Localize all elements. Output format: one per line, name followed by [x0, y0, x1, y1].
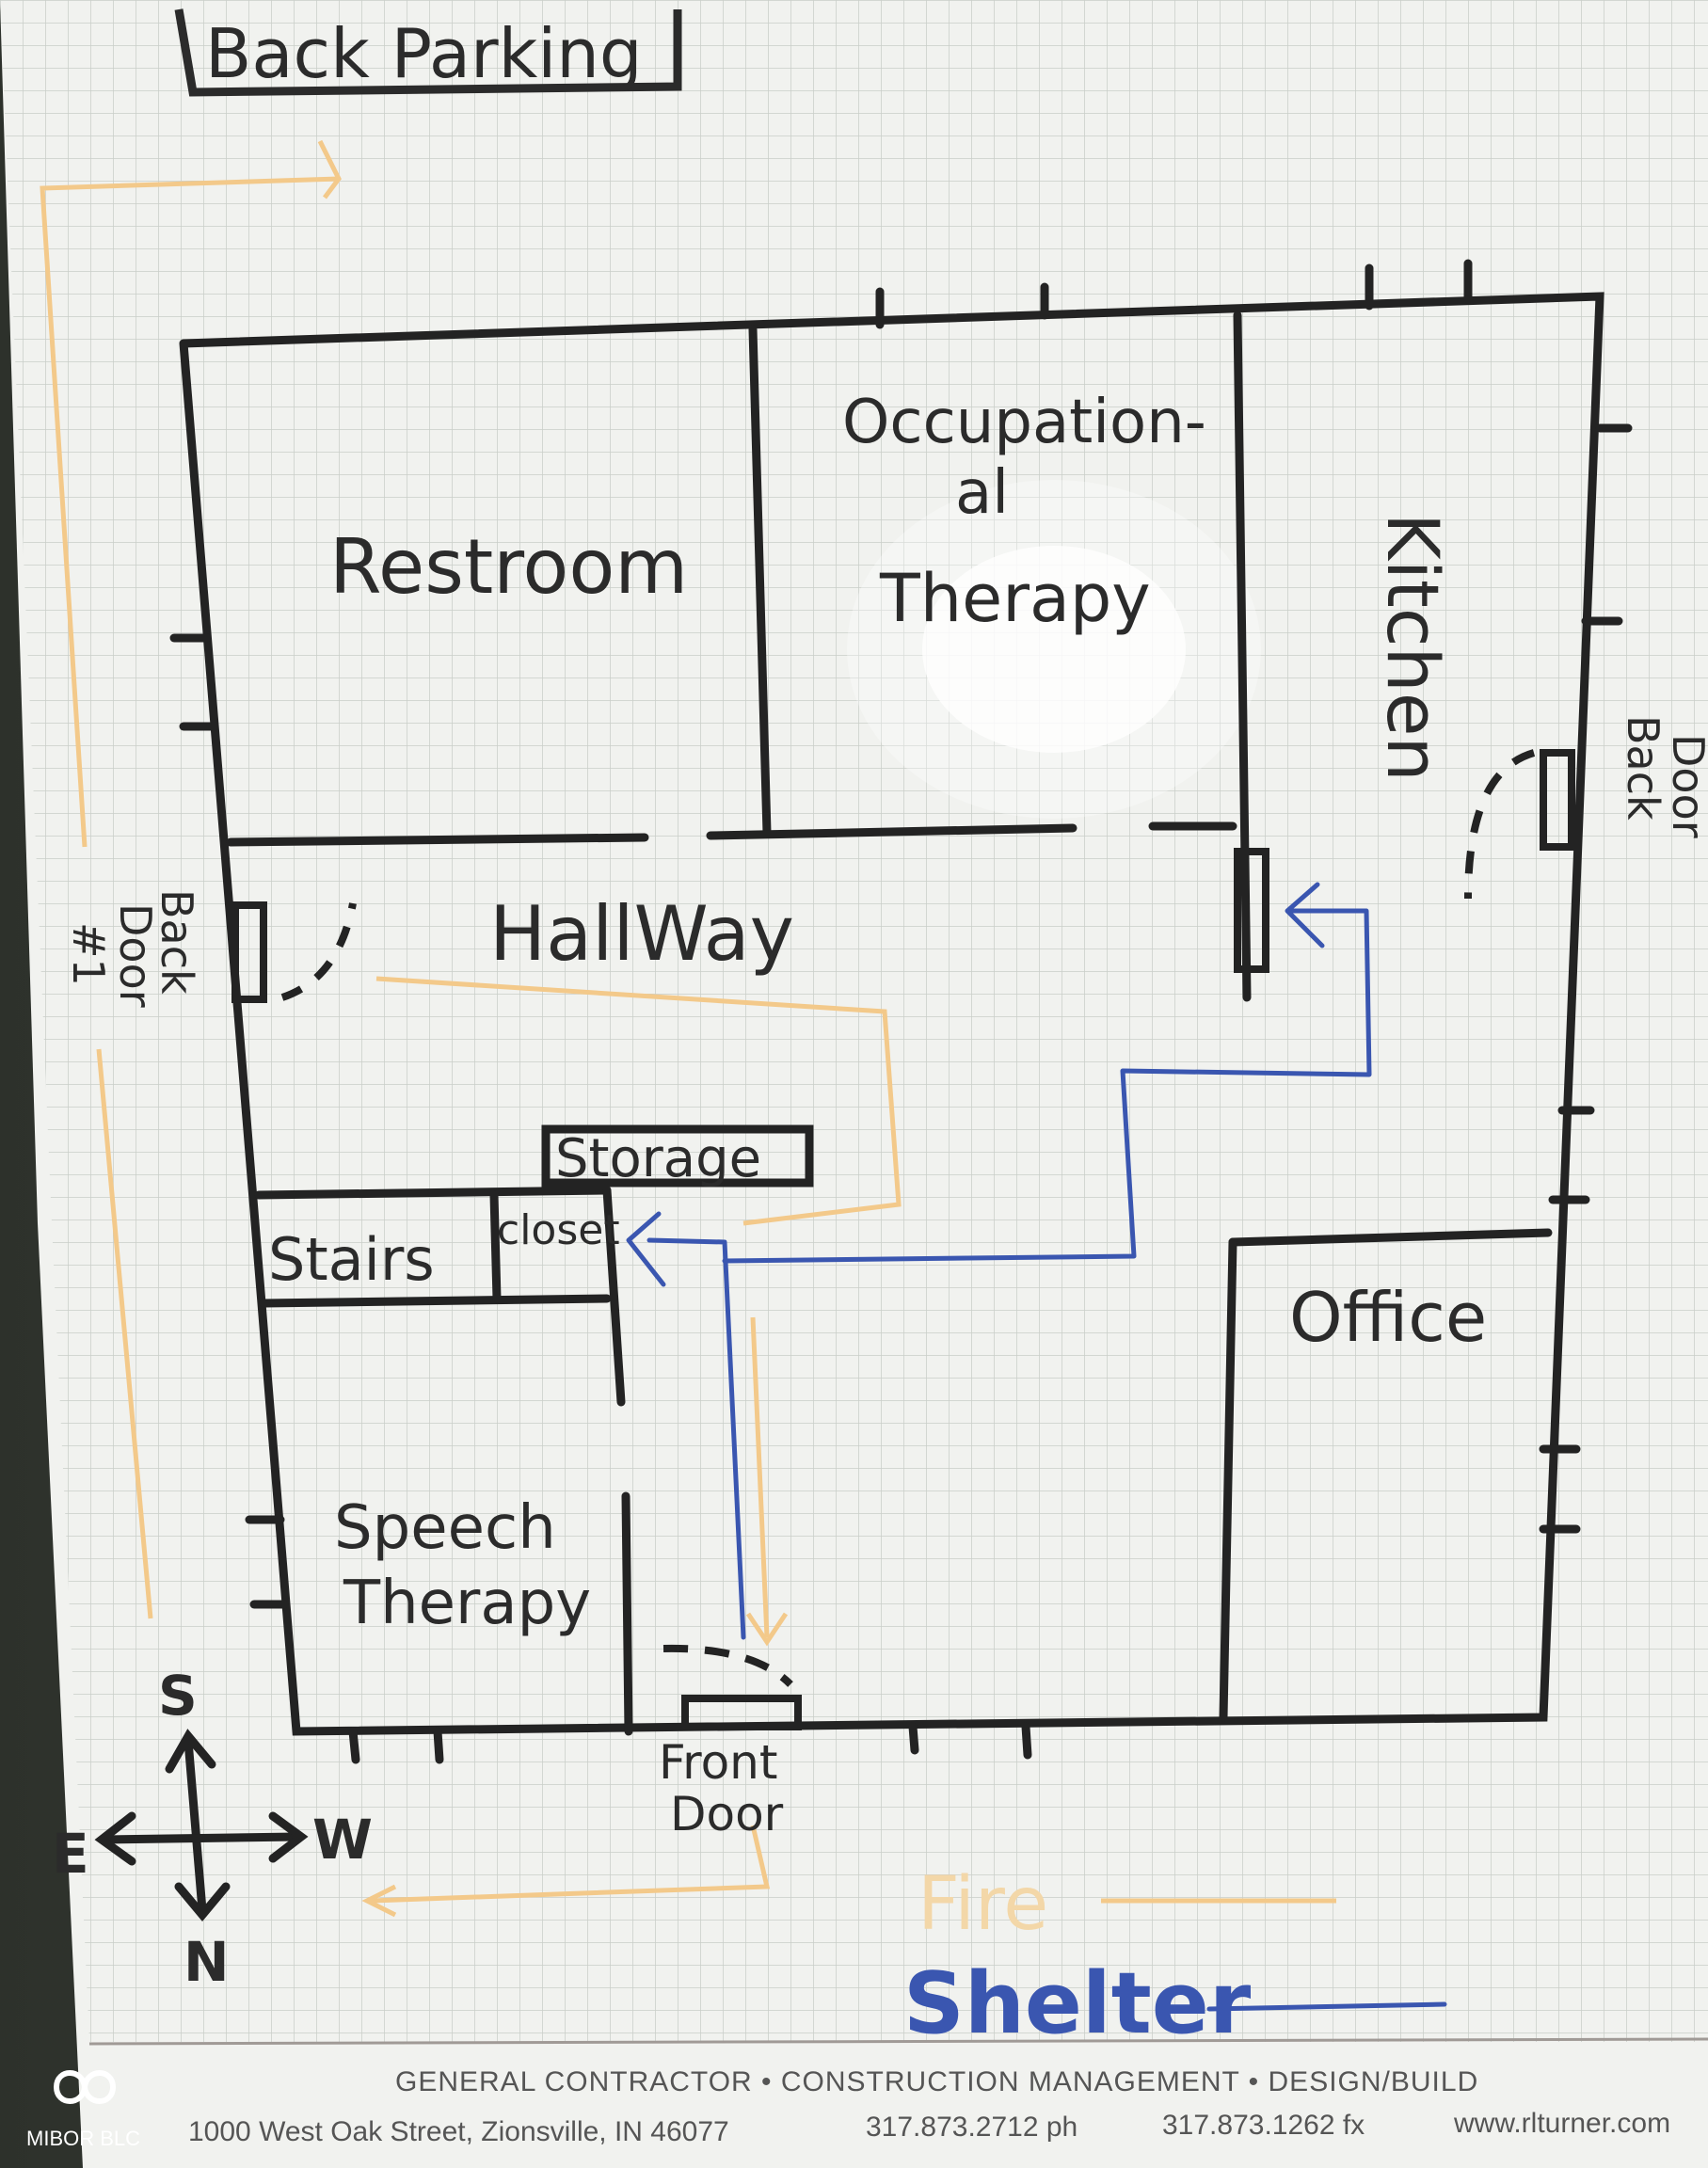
- front-door-label-line1: Front: [659, 1735, 777, 1790]
- storage-box: [541, 1124, 814, 1188]
- footer-website: www.rlturner.com: [1453, 2108, 1670, 2139]
- compass: S E W N: [52, 1664, 373, 1994]
- footer-phone: 317.873.2712 ph: [866, 2112, 1077, 2143]
- glare-highlight: [922, 546, 1186, 753]
- front-door-icon: [681, 1695, 802, 1730]
- page-title: Back Parking: [205, 14, 643, 93]
- compass-arrow-n-icon: [174, 1882, 231, 1922]
- back-door-icon: [1540, 749, 1575, 851]
- room-storage: Storage: [555, 1128, 761, 1189]
- watermark: MIBOR BLC: [26, 2070, 140, 2150]
- back-door-label-line2: Door: [1663, 734, 1708, 838]
- footer-tagline: GENERAL CONTRACTOR • CONSTRUCTION MANAGE…: [395, 2066, 1478, 2097]
- compass-n-label: N: [184, 1930, 230, 1994]
- doors: [231, 749, 1575, 1730]
- room-occupational-line2: al: [955, 458, 1009, 528]
- legend-shelter: Shelter: [903, 1954, 1252, 2053]
- title-box: Back Parking: [174, 8, 682, 97]
- back-door-1-label-line3: #1: [63, 922, 114, 986]
- watermark-text: MIBOR BLC: [26, 2127, 140, 2150]
- compass-arrow-w-icon: [268, 1811, 309, 1863]
- fire-route: [40, 139, 1336, 1918]
- front-door-label-line2: Door: [670, 1787, 784, 1841]
- legend-fire: Fire: [918, 1862, 1048, 1947]
- room-kitchen: Kitchen: [1371, 513, 1455, 782]
- side-door-icon: [1234, 848, 1269, 973]
- compass-e-label: E: [52, 1822, 89, 1886]
- compass-w-label: W: [312, 1808, 373, 1872]
- back-door-1-swing-icon: [280, 902, 357, 1001]
- compass-arrow-e-icon: [94, 1811, 136, 1866]
- back-door-swing-icon: [1464, 749, 1536, 900]
- room-speech-line1: Speech: [334, 1493, 556, 1563]
- room-restroom: Restroom: [329, 523, 688, 611]
- room-hallway: HallWay: [489, 890, 794, 978]
- walls: [169, 259, 1633, 1764]
- room-occupational-line3: Therapy: [879, 560, 1151, 637]
- compass-s-label: S: [158, 1664, 198, 1728]
- footer-fax: 317.873.1262 fx: [1162, 2110, 1365, 2141]
- compass-arrow-s-icon: [165, 1729, 216, 1774]
- back-door-1-icon: [231, 901, 267, 1003]
- graph-grid: [0, 0, 1708, 2042]
- infinity-logo-icon: [53, 2070, 117, 2104]
- room-closet: closet: [497, 1206, 620, 1254]
- footer-rule: [88, 2037, 1708, 2046]
- glare-halo: [847, 480, 1261, 819]
- shelter-route: [626, 882, 1447, 2012]
- room-occupational-line1: Occupation-: [842, 388, 1206, 457]
- back-door-label-line1: Back: [1618, 715, 1668, 821]
- back-door-1-label-line1: Back: [152, 889, 202, 995]
- room-stairs: Stairs: [268, 1225, 435, 1294]
- back-door-1-label-line2: Door: [110, 903, 161, 1008]
- front-door-swing-icon: [662, 1644, 793, 1687]
- footer-address: 1000 West Oak Street, Zionsville, IN 460…: [188, 2116, 729, 2147]
- room-speech-line2: Therapy: [343, 1569, 591, 1638]
- room-office: Office: [1289, 1278, 1487, 1357]
